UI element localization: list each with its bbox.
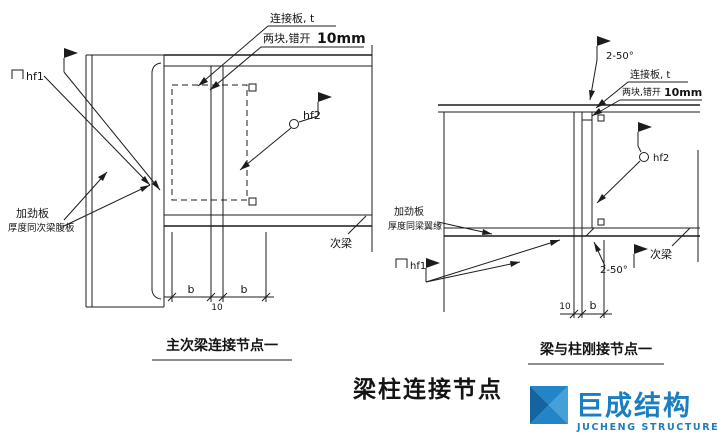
arrowhead <box>141 176 150 185</box>
arrowhead <box>240 161 250 170</box>
left-stiffener-desc: 厚度同次梁腹板 <box>8 222 75 234</box>
right-secondary-beam-label: 次梁 <box>650 247 672 261</box>
left-hf2-label: hf2 <box>303 109 321 122</box>
weld-dot-icon <box>289 119 299 129</box>
weld-dot-icon <box>639 152 649 162</box>
left-subtitle: 主次梁连接节点一 <box>152 337 292 361</box>
left-stiffener-title: 加劲板 <box>16 206 49 220</box>
jucheng-logo-mark-icon <box>530 386 568 424</box>
right-bevel-top-callout: 2-50° <box>589 36 634 101</box>
right-stagger-label: 两块,错开 <box>622 86 661 98</box>
left-stagger-value: 10mm <box>317 31 366 47</box>
weld-symbol-icon <box>11 69 24 79</box>
arrowhead <box>510 261 520 267</box>
right-hf1-callout: hf1 <box>395 239 561 283</box>
left-hf2-callout: hf2 <box>239 92 332 171</box>
right-detail-title: 梁与柱刚接节点一 <box>539 341 652 358</box>
left-stagger-label: 两块,错开 <box>263 31 311 45</box>
weld-symbol-icon <box>395 258 408 268</box>
left-secondary-beam-tag: 次梁 <box>330 215 367 250</box>
right-detail: 2-50° 连接板, t 两块,错开 10mm hf2 <box>388 36 702 365</box>
arrowhead <box>589 90 595 100</box>
right-plate-note: 连接板, t 两块,错开 10mm <box>591 68 702 117</box>
footer: 梁柱连接节点 巨成结构 JUCHENG STRUCTURE <box>352 376 717 433</box>
arrowhead <box>198 77 208 86</box>
left-secondary-beam-label: 次梁 <box>330 236 352 250</box>
weld-flag-icon <box>425 258 440 282</box>
right-bevel-bottom-callout: 2-50° <box>593 241 648 276</box>
left-dimension: b b 10 <box>164 232 274 313</box>
arrowhead <box>594 242 601 252</box>
arrowhead <box>152 180 160 190</box>
primary-beam-section <box>85 54 165 308</box>
weld-tick-icon <box>248 197 257 206</box>
left-plate-note: 连接板, t 两块,错开 10mm <box>197 11 366 91</box>
weld-flag-icon <box>633 244 648 268</box>
left-hf1-label: hf1 <box>26 70 44 83</box>
weld-tick-icon <box>597 218 605 226</box>
connection-plate-dashed <box>171 84 248 201</box>
right-secondary-beam-tag: 次梁 <box>650 227 691 261</box>
weld-tick-icon <box>248 83 257 92</box>
left-connection-plate-label: 连接板, t <box>270 11 315 25</box>
dim-b: b <box>590 299 597 312</box>
dim-left-b: b <box>188 283 195 296</box>
left-stiffener-note: 加劲板 厚度同次梁腹板 <box>8 171 151 234</box>
dim-gap-10: 10 <box>559 302 571 312</box>
right-stiffener-title: 加劲板 <box>394 205 424 218</box>
left-detail: hf1 连接板, t 两块,错开 10mm hf2 <box>8 11 373 361</box>
arrowhead <box>550 240 560 246</box>
arrowhead <box>592 108 602 116</box>
weld-flag-icon <box>596 36 611 60</box>
arrowhead <box>140 185 150 192</box>
weld-tick-icon <box>597 114 605 122</box>
logo-subtitle: JUCHENG STRUCTURE <box>576 422 717 433</box>
arrowhead <box>597 194 606 203</box>
right-stiffener-note: 加劲板 厚度同梁翼缘 <box>388 205 493 235</box>
right-hf1-label: hf1 <box>410 261 426 272</box>
right-stagger-value: 10mm <box>664 86 702 99</box>
left-hf1-callout: hf1 <box>11 48 161 191</box>
jucheng-logo: 巨成结构 JUCHENG STRUCTURE <box>530 386 717 433</box>
weld-flag-icon <box>637 122 652 146</box>
sheet-main-title: 梁柱连接节点 <box>352 376 503 403</box>
right-stiffener-desc: 厚度同梁翼缘 <box>388 220 442 232</box>
right-subtitle: 梁与柱刚接节点一 <box>528 341 664 365</box>
weld-flag-icon <box>63 48 78 72</box>
plate-stagger-notch <box>581 112 593 121</box>
right-hf2-callout: hf2 <box>596 122 669 204</box>
arrowhead <box>210 81 220 90</box>
right-connection-plate-label: 连接板, t <box>630 68 670 81</box>
column-beam-lines <box>438 104 700 318</box>
weld-flag-icon <box>317 92 332 116</box>
right-bevel-bottom-label: 2-50° <box>600 265 628 276</box>
dim-right-b: b <box>241 283 248 296</box>
arrowhead <box>98 172 107 181</box>
dim-gap-10: 10 <box>211 303 223 313</box>
right-bevel-top-label: 2-50° <box>606 51 634 62</box>
arrowhead <box>482 229 492 235</box>
logo-name: 巨成结构 <box>576 391 692 422</box>
right-dimension: 10 b <box>559 299 612 319</box>
right-hf2-label: hf2 <box>653 153 669 164</box>
left-detail-title: 主次梁连接节点一 <box>166 337 278 354</box>
secondary-beam-lines <box>164 45 373 302</box>
arrowhead <box>596 99 606 108</box>
